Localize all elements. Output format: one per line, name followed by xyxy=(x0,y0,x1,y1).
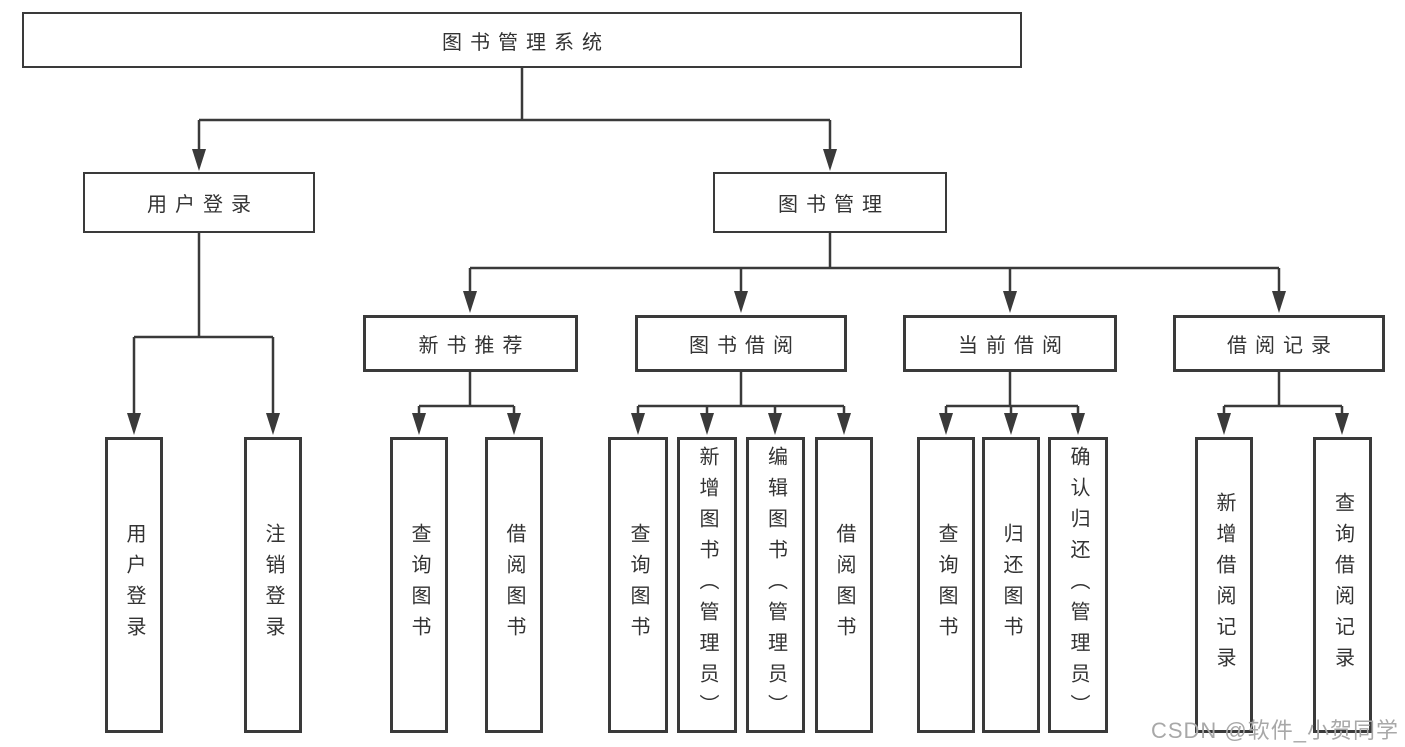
leaf-label: 用户登录 xyxy=(123,523,145,647)
leaf-label: 借阅图书 xyxy=(833,523,855,647)
watermark: CSDN @软件_小贺同学 xyxy=(1150,718,1399,743)
leaf-label: 注销登录 xyxy=(262,523,284,647)
leaf-confirm-return-admin: 确认归还（管理员） xyxy=(1048,437,1108,733)
leaf-label: 编辑图书（管理员） xyxy=(764,445,787,725)
node-new-book-recommend: 新书推荐 xyxy=(363,315,578,372)
leaf-query-books-recommend: 查询图书 xyxy=(390,437,448,733)
leaf-add-books-admin: 新增图书（管理员） xyxy=(677,437,737,733)
leaf-label: 归还图书 xyxy=(1000,523,1022,647)
leaf-query-borrow-record: 查询借阅记录 xyxy=(1313,437,1372,733)
leaf-label: 新增图书（管理员） xyxy=(696,445,718,725)
leaf-edit-books-admin: 编辑图书（管理员） xyxy=(746,437,805,733)
leaf-label: 确认归还（管理员） xyxy=(1067,445,1089,725)
leaf-logout: 注销登录 xyxy=(244,437,302,733)
node-borrow-records: 借阅记录 xyxy=(1173,315,1385,372)
node-current-borrow: 当前借阅 xyxy=(903,315,1117,372)
leaf-user-login: 用户登录 xyxy=(105,437,163,733)
node-root: 图书管理系统 xyxy=(22,12,1022,68)
leaf-borrow-books: 借阅图书 xyxy=(815,437,873,733)
leaf-label: 查询图书 xyxy=(627,523,649,647)
node-book-borrow: 图书借阅 xyxy=(635,315,847,372)
leaf-label: 借阅图书 xyxy=(503,523,525,647)
leaf-return-books: 归还图书 xyxy=(982,437,1040,733)
leaf-label: 新增借阅记录 xyxy=(1213,492,1235,678)
leaf-add-borrow-record: 新增借阅记录 xyxy=(1195,437,1253,733)
node-book-management: 图书管理 xyxy=(713,172,947,233)
leaf-label: 查询图书 xyxy=(408,523,430,647)
node-user-login: 用户登录 xyxy=(83,172,315,233)
leaf-query-books-borrow: 查询图书 xyxy=(608,437,668,733)
leaf-borrow-books-recommend: 借阅图书 xyxy=(485,437,543,733)
leaf-label: 查询图书 xyxy=(935,523,957,647)
leaf-query-books-current: 查询图书 xyxy=(917,437,975,733)
leaf-label: 查询借阅记录 xyxy=(1331,492,1354,678)
